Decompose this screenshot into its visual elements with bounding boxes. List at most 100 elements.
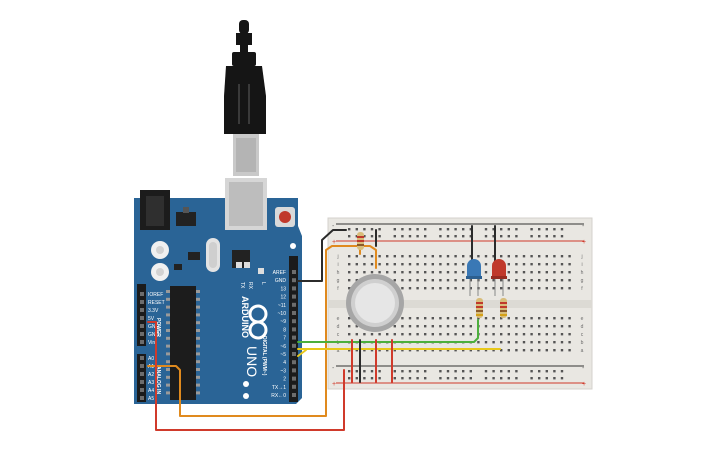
terminal-hole[interactable] (538, 287, 541, 290)
terminal-hole[interactable] (462, 271, 465, 274)
rail-hole[interactable] (530, 377, 533, 380)
terminal-hole[interactable] (439, 317, 442, 320)
rail-hole[interactable] (355, 370, 358, 373)
terminal-hole[interactable] (424, 255, 427, 258)
terminal-hole[interactable] (462, 255, 465, 258)
terminal-hole[interactable] (401, 271, 404, 274)
terminal-hole[interactable] (446, 263, 450, 266)
terminal-hole[interactable] (424, 271, 427, 274)
terminal-hole[interactable] (431, 271, 434, 274)
terminal-hole[interactable] (492, 317, 495, 320)
rail-hole[interactable] (408, 228, 412, 231)
terminal-hole[interactable] (515, 263, 518, 266)
rail-hole[interactable] (378, 235, 381, 238)
terminal-hole[interactable] (454, 287, 457, 290)
rail-hole[interactable] (484, 377, 488, 380)
terminal-hole[interactable] (568, 333, 571, 336)
terminal-hole[interactable] (446, 349, 450, 352)
terminal-hole[interactable] (416, 287, 419, 290)
rail-hole[interactable] (370, 235, 374, 238)
terminal-hole[interactable] (408, 263, 412, 266)
terminal-hole[interactable] (408, 333, 412, 336)
terminal-hole[interactable] (507, 255, 510, 258)
rail-hole[interactable] (348, 370, 351, 373)
terminal-hole[interactable] (484, 287, 488, 290)
terminal-hole[interactable] (386, 255, 389, 258)
terminal-hole[interactable] (393, 263, 396, 266)
terminal-hole[interactable] (500, 255, 503, 258)
rail-hole[interactable] (363, 228, 366, 231)
rail-hole[interactable] (355, 228, 358, 231)
terminal-hole[interactable] (355, 325, 358, 328)
digital-pin[interactable] (292, 286, 296, 291)
terminal-hole[interactable] (370, 263, 374, 266)
analog-pin[interactable] (140, 372, 144, 376)
terminal-hole[interactable] (401, 317, 404, 320)
rail-hole[interactable] (393, 228, 396, 231)
resistor-led-red[interactable] (500, 298, 507, 318)
terminal-hole[interactable] (348, 279, 351, 282)
terminal-hole[interactable] (515, 341, 518, 344)
rail-hole[interactable] (424, 228, 427, 231)
terminal-hole[interactable] (401, 263, 404, 266)
terminal-hole[interactable] (568, 341, 571, 344)
terminal-hole[interactable] (454, 255, 457, 258)
terminal-hole[interactable] (408, 271, 412, 274)
rail-hole[interactable] (378, 228, 381, 231)
terminal-hole[interactable] (363, 263, 366, 266)
rail-hole[interactable] (462, 370, 465, 373)
terminal-hole[interactable] (348, 263, 351, 266)
terminal-hole[interactable] (560, 333, 564, 336)
terminal-hole[interactable] (522, 317, 526, 320)
terminal-hole[interactable] (431, 287, 434, 290)
digital-pin[interactable] (292, 270, 296, 274)
terminal-hole[interactable] (416, 317, 419, 320)
rail-hole[interactable] (446, 370, 450, 373)
rail-hole[interactable] (462, 235, 465, 238)
terminal-hole[interactable] (515, 333, 518, 336)
terminal-hole[interactable] (469, 333, 472, 336)
terminal-hole[interactable] (507, 279, 510, 282)
terminal-hole[interactable] (454, 325, 457, 328)
rail-hole[interactable] (454, 228, 457, 231)
terminal-hole[interactable] (500, 279, 503, 282)
power-pin[interactable] (140, 308, 144, 312)
rail-hole[interactable] (553, 377, 556, 380)
led-red[interactable] (491, 259, 507, 296)
terminal-hole[interactable] (370, 271, 374, 274)
rail-hole[interactable] (469, 377, 472, 380)
terminal-hole[interactable] (545, 255, 548, 258)
terminal-hole[interactable] (553, 317, 556, 320)
terminal-hole[interactable] (500, 325, 503, 328)
terminal-hole[interactable] (522, 325, 526, 328)
terminal-hole[interactable] (393, 349, 396, 352)
power-pin[interactable] (140, 316, 144, 320)
terminal-hole[interactable] (492, 325, 495, 328)
rail-hole[interactable] (370, 228, 374, 231)
rail-hole[interactable] (538, 377, 541, 380)
terminal-hole[interactable] (439, 279, 442, 282)
rail-hole[interactable] (439, 377, 442, 380)
terminal-hole[interactable] (530, 287, 533, 290)
digital-pin[interactable] (292, 343, 296, 348)
terminal-hole[interactable] (416, 279, 419, 282)
terminal-hole[interactable] (522, 271, 526, 274)
rail-hole[interactable] (560, 235, 564, 238)
digital-pin[interactable] (292, 278, 296, 283)
terminal-hole[interactable] (446, 279, 450, 282)
terminal-hole[interactable] (424, 317, 427, 320)
rail-hole[interactable] (401, 228, 404, 231)
terminal-hole[interactable] (530, 341, 533, 344)
power-pin[interactable] (140, 300, 144, 304)
terminal-hole[interactable] (484, 271, 488, 274)
rail-hole[interactable] (538, 228, 541, 231)
terminal-hole[interactable] (568, 279, 571, 282)
terminal-hole[interactable] (446, 333, 450, 336)
terminal-hole[interactable] (515, 279, 518, 282)
terminal-hole[interactable] (462, 349, 465, 352)
terminal-hole[interactable] (408, 349, 412, 352)
terminal-hole[interactable] (401, 333, 404, 336)
terminal-hole[interactable] (462, 279, 465, 282)
terminal-hole[interactable] (408, 325, 412, 328)
terminal-hole[interactable] (568, 287, 571, 290)
